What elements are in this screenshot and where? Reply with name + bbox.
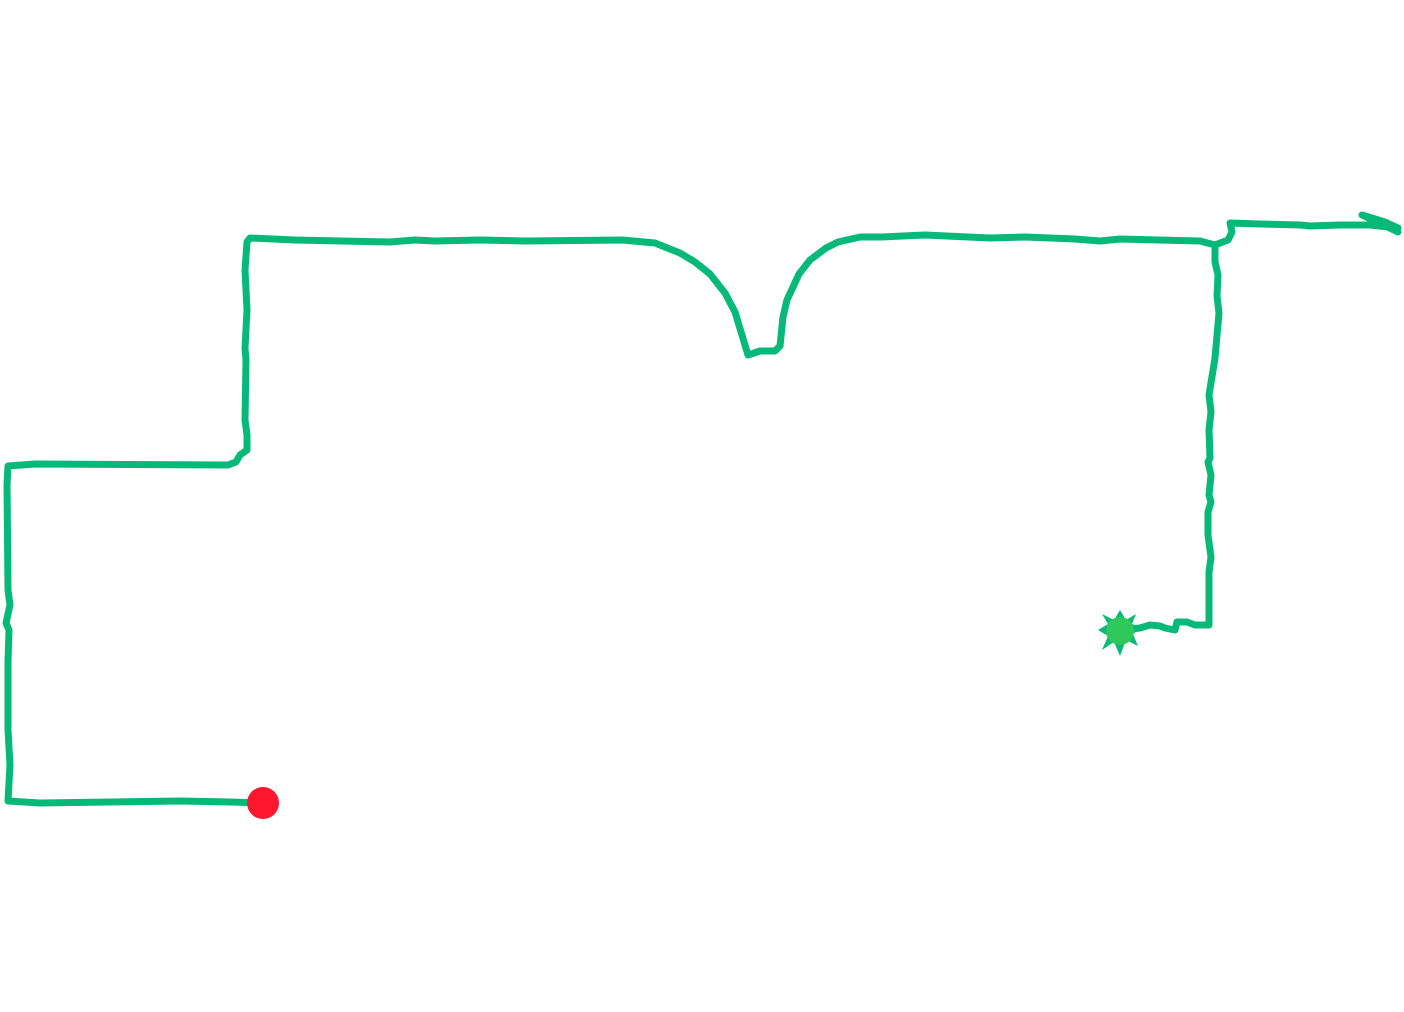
route-main-segment <box>2 231 1223 807</box>
start-point-icon <box>1106 617 1134 645</box>
end-point-marker[interactable] <box>247 787 279 819</box>
start-marker[interactable] <box>1098 610 1142 656</box>
route-spur-segment <box>1211 211 1402 249</box>
route-track <box>2 211 1402 807</box>
